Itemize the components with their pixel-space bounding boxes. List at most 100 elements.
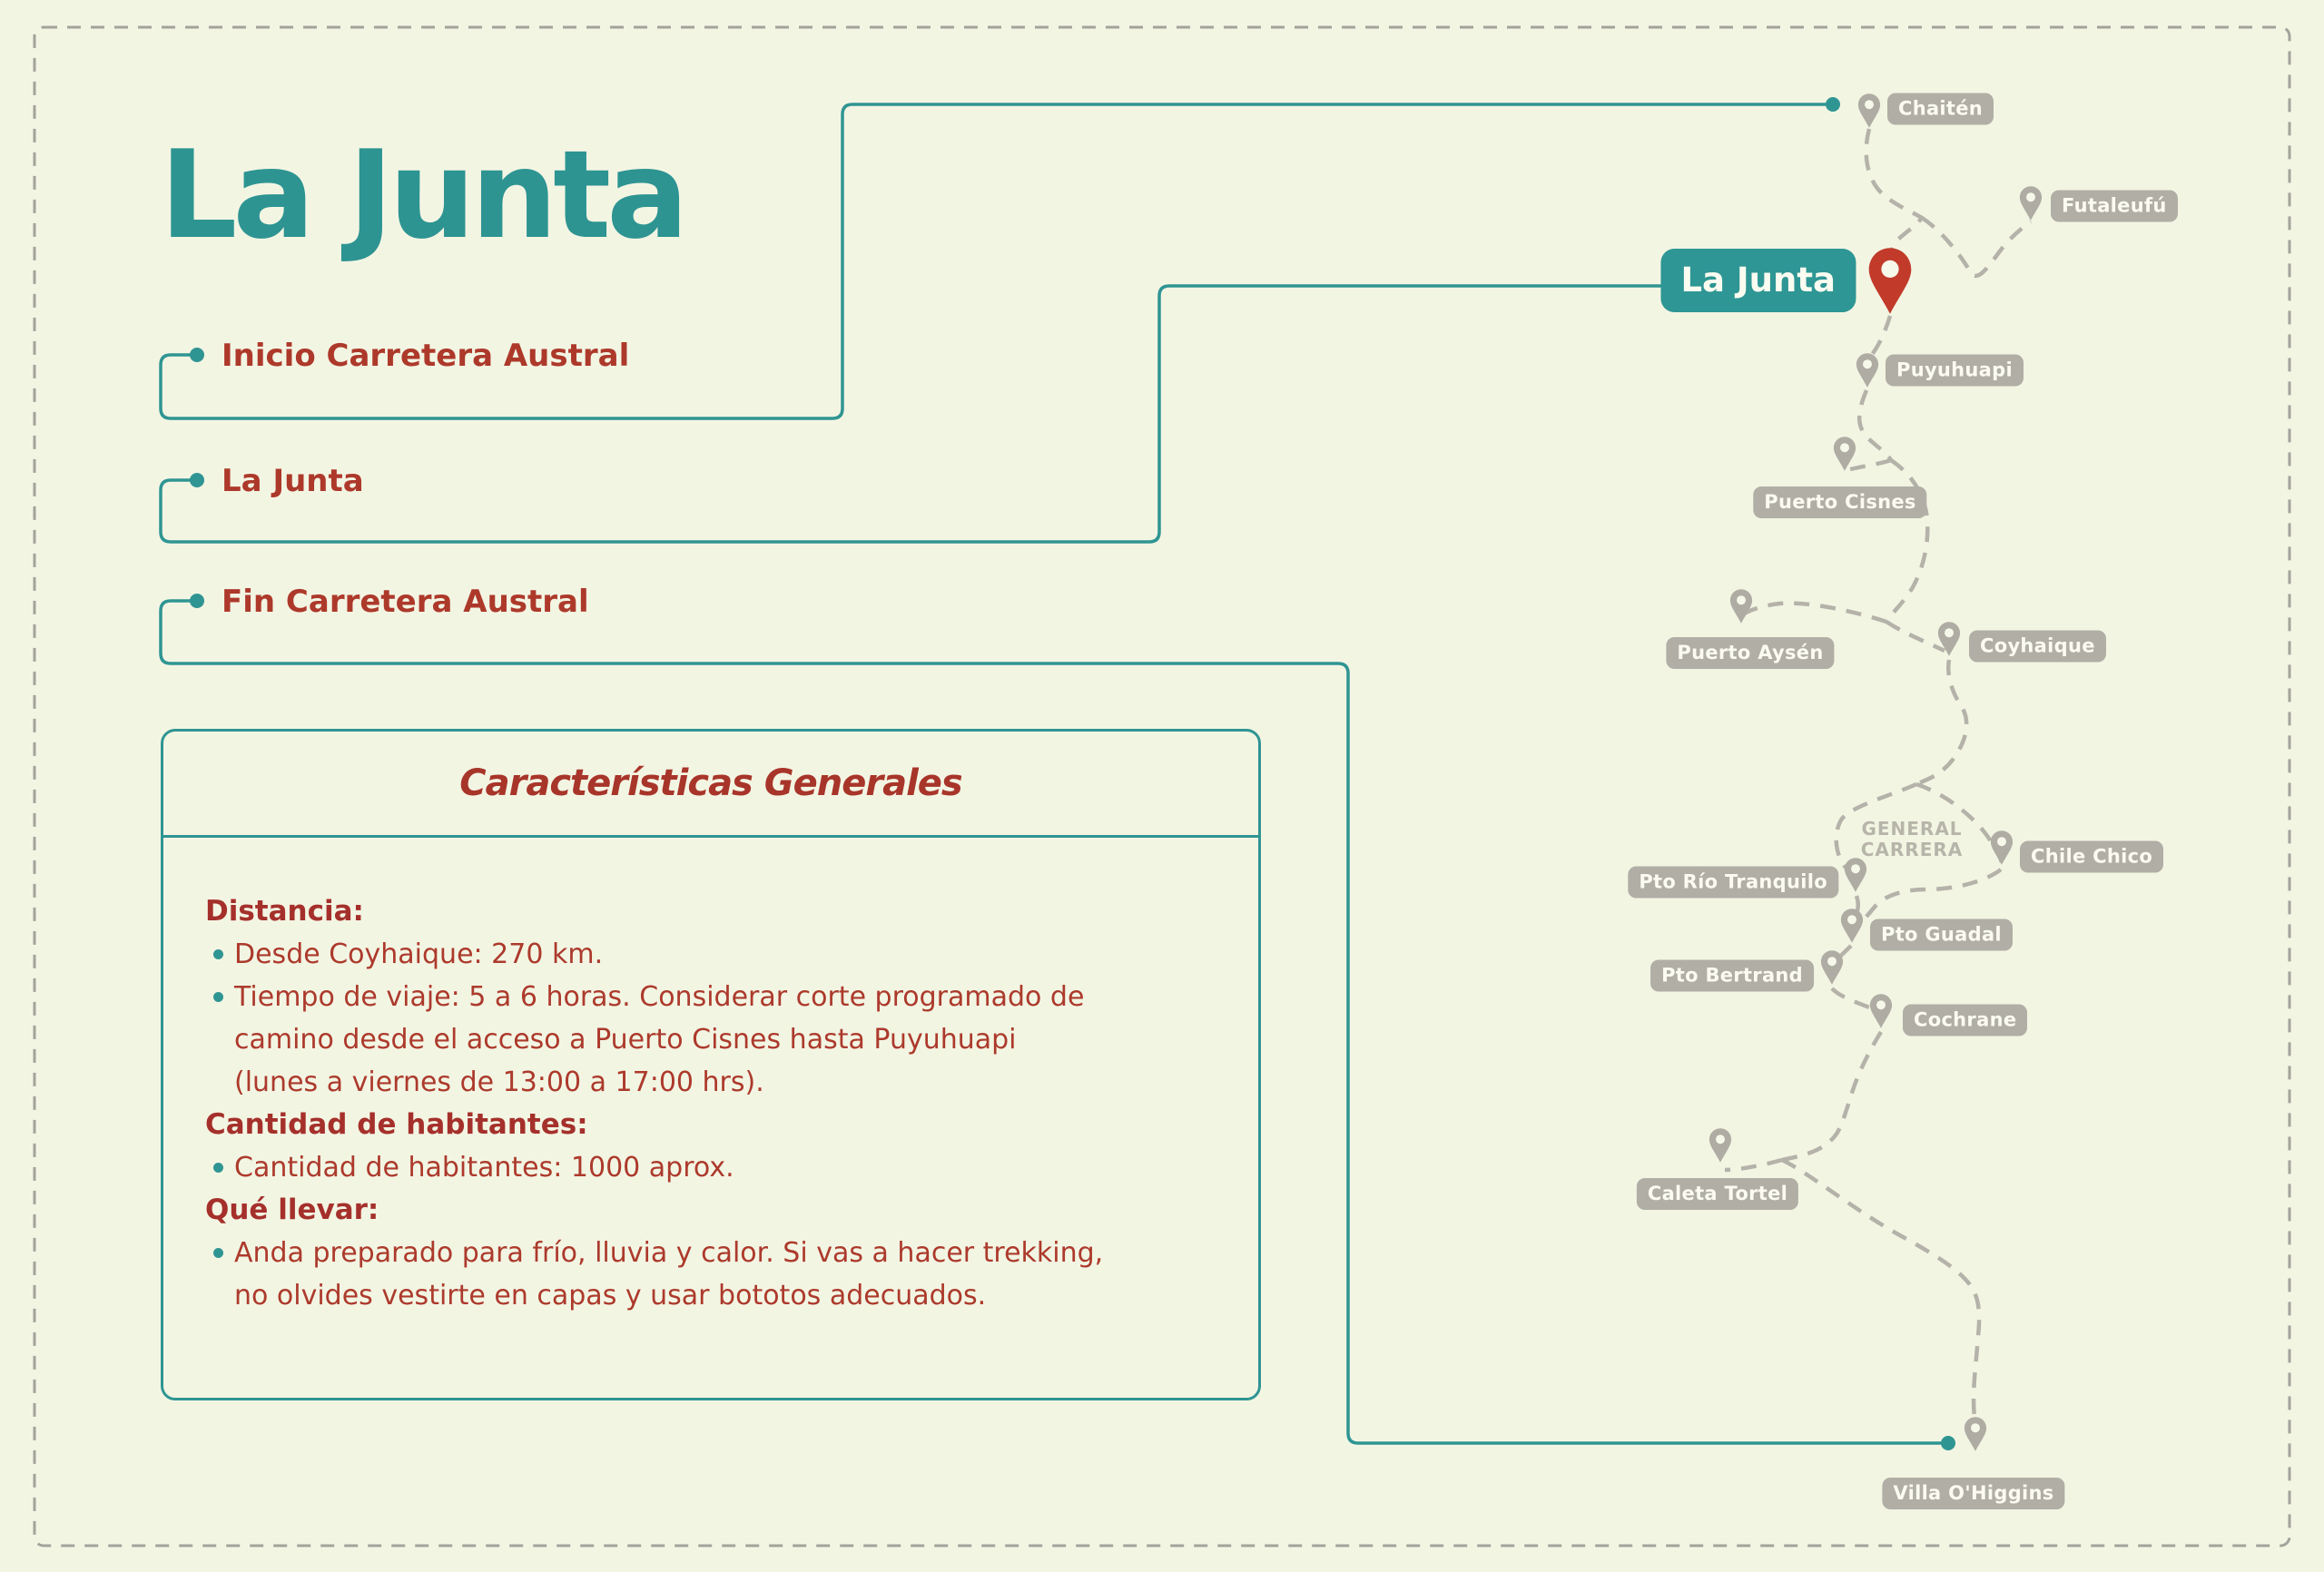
route-branch-futaleufu (1920, 216, 2033, 279)
pin-icon (1729, 589, 1753, 624)
page-title: La Junta (160, 124, 689, 266)
town-label-la-junta-highlight: La Junta (1660, 249, 1856, 312)
town-label-puerto-aysen: Puerto Aysén (1666, 637, 1835, 669)
bullet-item: Cantidad de habitantes: 1000 aprox. (205, 1146, 1231, 1189)
town-label-chaiten: Chaitén (1887, 93, 1994, 125)
connector-fin-villa-ohiggins (159, 599, 1948, 1445)
map-pin-caleta-tortel (1708, 1127, 1733, 1164)
bullet-line: no olvides vestirte en capas y usar boto… (234, 1280, 987, 1312)
bullet-text: Desde Coyhaique: 270 km. (234, 933, 603, 976)
map-pin-pto-rio-tranquilo (1843, 857, 1868, 893)
route-lajunta-puyuhuapi (1866, 315, 1893, 361)
pin-icon (1820, 950, 1844, 985)
lake-general-carrera-label: GENERAL CARRERA (1860, 818, 1964, 860)
dot-legend-inicio (190, 348, 204, 362)
town-label-futaleufu: Futaleufú (2051, 190, 2178, 222)
map-pin-la-junta-highlight (1865, 246, 1915, 316)
pin-icon (2019, 186, 2043, 221)
map-pin-coyhaique (1936, 621, 1962, 657)
route-branch-puerto-cisnes (1846, 457, 1892, 473)
dot-legend-lajunta (190, 473, 204, 487)
town-label-caleta-tortel: Caleta Tortel (1636, 1178, 1799, 1210)
town-label-chile-chico: Chile Chico (2020, 840, 2164, 873)
bullet-line: Anda preparado para frío, lluvia y calor… (234, 1237, 1104, 1269)
legend-connectors (159, 103, 1948, 1445)
bullet-text: Anda preparado para frío, lluvia y calor… (234, 1232, 1103, 1317)
map-pin-puerto-cisnes (1832, 436, 1857, 472)
pin-icon (1840, 909, 1864, 943)
dot-legend-fin (190, 594, 204, 608)
route-bertrand-cochrane (1830, 987, 1873, 1011)
section-heading-distancia: Distancia: (205, 895, 364, 928)
pin-icon (1990, 830, 2014, 865)
town-label-cochrane: Cochrane (1903, 1004, 2028, 1037)
dot-map-villa-ohiggins (1941, 1436, 1955, 1450)
route-branch-caleta-tortel (1724, 1157, 1783, 1173)
bullet-line: Desde Coyhaique: 270 km. (234, 938, 604, 970)
bullet-line: camino desde el acceso a Puerto Cisnes h… (234, 1024, 1017, 1056)
bullet-text: Cantidad de habitantes: 1000 aprox. (234, 1146, 734, 1189)
info-box: Características Generales Distancia: Des… (161, 729, 1261, 1400)
route-chaiten-lajunta (1864, 128, 1925, 253)
bullet-text: Tiempo de viaje: 5 a 6 horas. Considerar… (234, 976, 1084, 1104)
town-label-pto-rio-tranquilo: Pto Río Tranquilo (1628, 866, 1838, 899)
connector-inicio-chaiten (159, 103, 1833, 420)
bullet-line: Tiempo de viaje: 5 a 6 horas. Considerar… (234, 981, 1085, 1013)
town-label-puerto-cisnes: Puerto Cisnes (1753, 486, 1927, 518)
pin-icon (1857, 93, 1881, 128)
map-pin-chaiten (1856, 93, 1882, 129)
town-label-puyuhuapi: Puyuhuapi (1886, 354, 2024, 387)
town-label-pto-bertrand: Pto Bertrand (1650, 959, 1814, 992)
route-to-villa-ohiggins (1781, 1157, 1982, 1419)
route-to-aysen-junction (1885, 458, 1930, 624)
pin-icon (1856, 353, 1879, 388)
map-pin-puerto-aysen (1728, 588, 1754, 624)
pin-icon (1833, 437, 1856, 471)
map-pin-chile-chico (1989, 830, 2014, 866)
bullet-dot-icon (213, 1163, 223, 1173)
bullet-item: Tiempo de viaje: 5 a 6 horas. Considerar… (205, 976, 1231, 1104)
pin-icon (1937, 622, 1961, 656)
bullet-item: Anda preparado para frío, lluvia y calor… (205, 1232, 1231, 1317)
route-lake-west-riotranquilo (1834, 781, 1917, 876)
route-to-coyhaique (1885, 620, 1945, 653)
page-dashed-border (33, 25, 2291, 1547)
map-pin-puyuhuapi (1855, 352, 1880, 388)
info-box-content: Distancia: Desde Coyhaique: 270 km. Tiem… (163, 838, 1258, 1317)
connector-lajunta (159, 284, 1669, 544)
town-label-villa-ohiggins: Villa O'Higgins (1882, 1478, 2065, 1509)
pin-icon (1844, 858, 1867, 892)
bullet-dot-icon (213, 949, 223, 959)
map-pin-futaleufu (2018, 185, 2043, 221)
route-riotranquilo-guadal (1850, 895, 1861, 925)
map-pin-villa-ohiggins (1963, 1416, 1988, 1452)
route-dashed-path (1724, 128, 2033, 1419)
pin-icon (1869, 994, 1893, 1028)
pin-icon (1709, 1128, 1732, 1163)
town-label-coyhaique: Coyhaique (1969, 630, 2106, 663)
bullet-dot-icon (213, 992, 223, 1002)
legend-item-inicio-carretera-austral: Inicio Carretera Austral (222, 338, 630, 374)
info-box-title: Características Generales (459, 762, 962, 804)
route-branch-puerto-aysen (1741, 601, 1887, 624)
route-chilechico-guadal (1851, 868, 2003, 935)
bullet-line: Cantidad de habitantes: 1000 aprox. (234, 1152, 734, 1184)
route-puyuhuapi-junction (1856, 389, 1893, 462)
pin-icon (1964, 1417, 1987, 1451)
section-heading-habitantes: Cantidad de habitantes: (205, 1108, 588, 1141)
info-box-header: Características Generales (163, 732, 1258, 838)
map-pin-cochrane (1868, 993, 1894, 1029)
map-pin-pto-guadal (1839, 908, 1865, 944)
section-heading-que-llevar: Qué llevar: (205, 1194, 379, 1226)
legend-item-la-junta: La Junta (222, 463, 364, 499)
bullet-line: (lunes a viernes de 13:00 a 17:00 hrs). (234, 1066, 764, 1098)
bullet-item: Desde Coyhaique: 270 km. (205, 933, 1231, 976)
pin-icon (1868, 248, 1912, 314)
route-coyhaique-lake (1915, 659, 1969, 787)
legend-item-fin-carretera-austral: Fin Carretera Austral (222, 584, 589, 620)
town-label-pto-guadal: Pto Guadal (1870, 919, 2013, 951)
route-cochrane-tortel-junction (1781, 1030, 1883, 1163)
map-pin-pto-bertrand (1819, 949, 1845, 986)
bullet-dot-icon (213, 1248, 223, 1258)
